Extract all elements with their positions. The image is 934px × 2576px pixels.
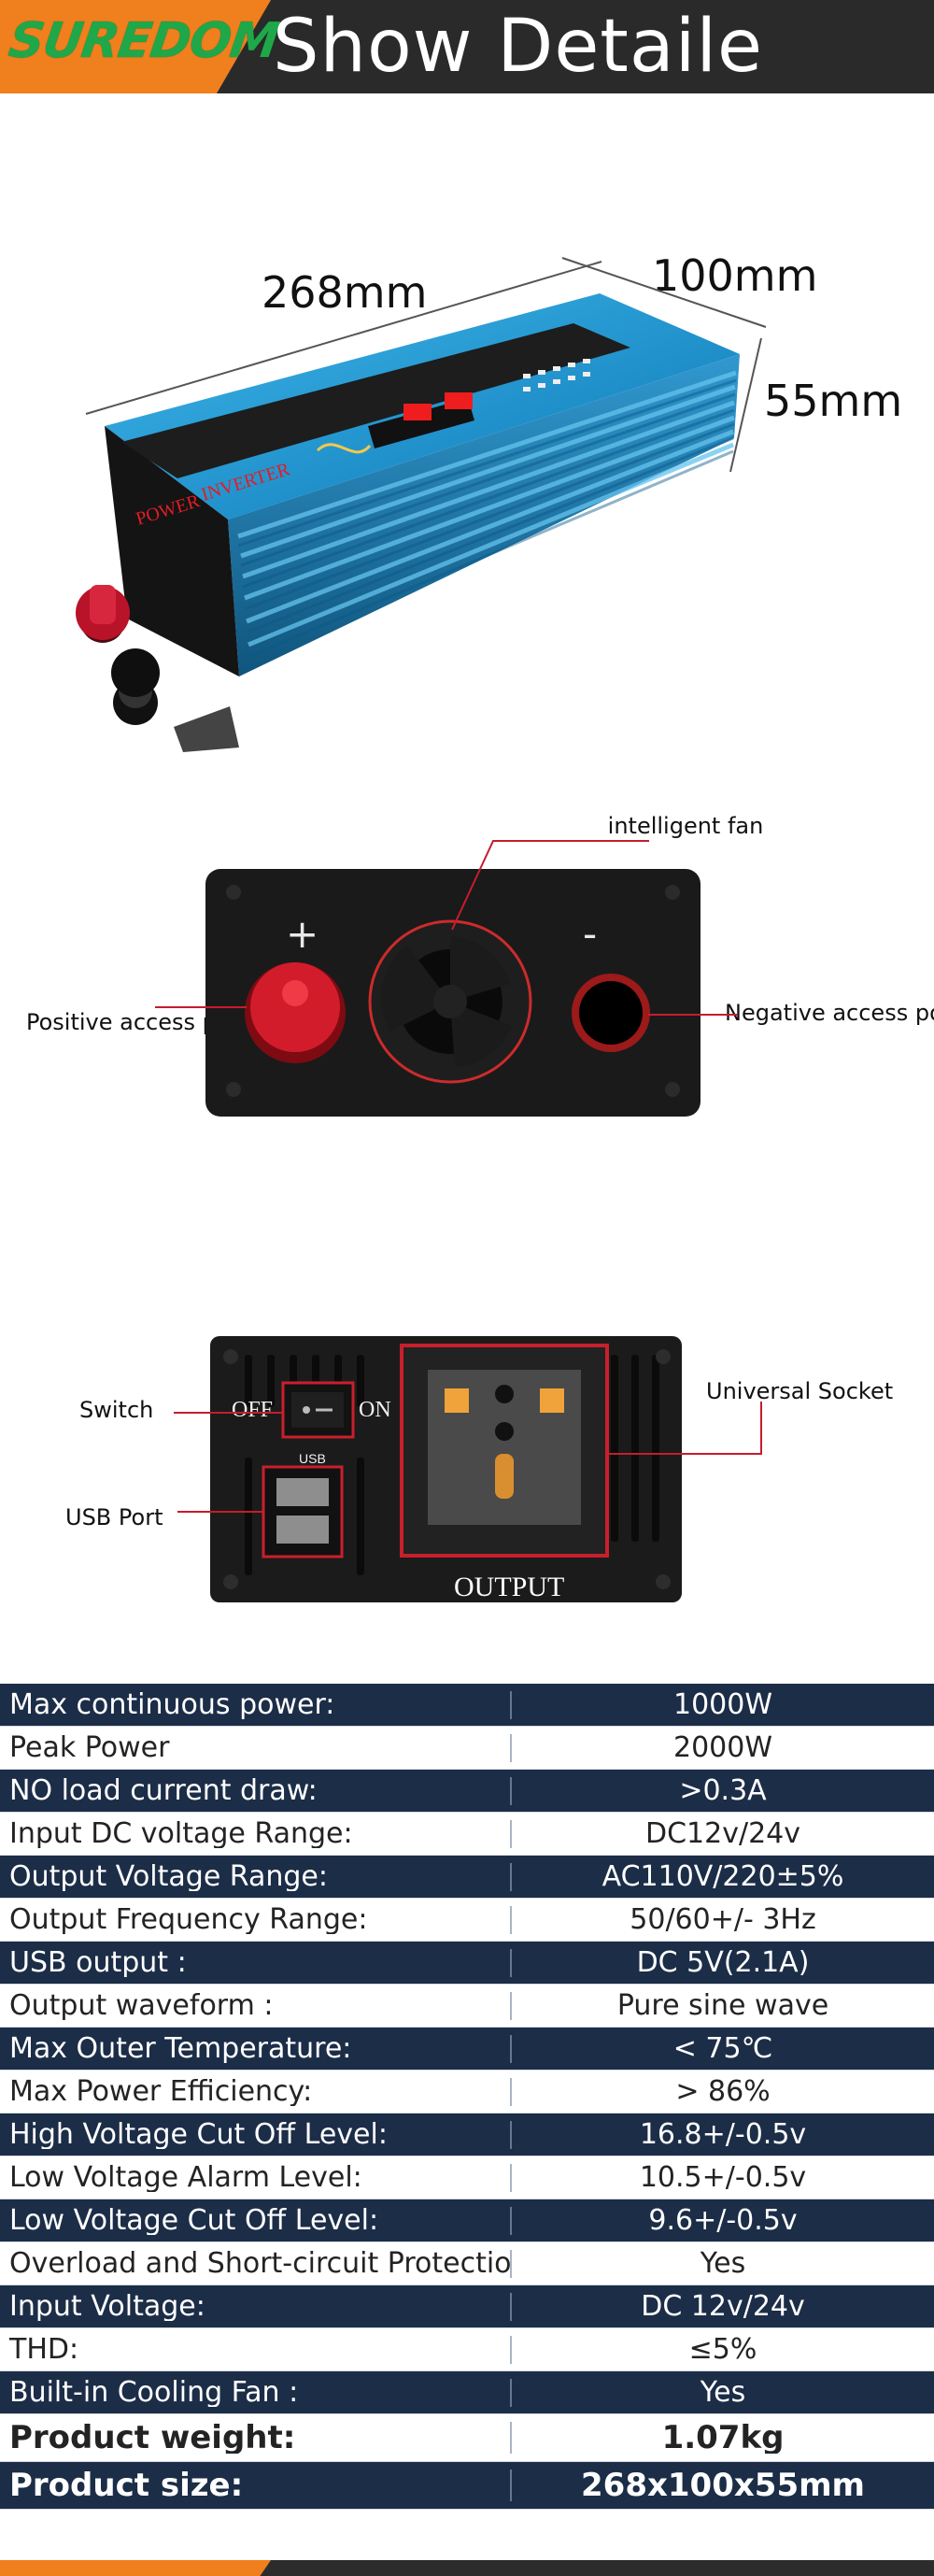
spec-value: 9.6+/-0.5v [648,2206,798,2235]
spec-value: 2000W [672,1733,772,1762]
usb-mark: USB [299,1451,326,1466]
spec-label: High Voltage Cut Off Level: [0,2120,512,2149]
inverter-product-image: POWER INVERTER [76,257,767,752]
universal-socket-label: Universal Socket [706,1378,894,1404]
table-row: Max Outer Temperature: < 75℃ [0,2028,934,2071]
rear-panel-section: Switch USB Port Universal Socket OFF [0,1177,934,1663]
spec-value: DC 12v/24v [641,2292,805,2321]
spec-label: Built-in Cooling Fan : [0,2378,512,2407]
table-row: Max continuous power: 1000W [0,1684,934,1727]
switch-label: Switch [79,1397,154,1423]
front-panel-section: intelligent fan Positive access port Neg… [0,776,934,1177]
spec-value: 16.8+/-0.5v [639,2120,807,2149]
table-row: Peak Power 2000W [0,1727,934,1770]
spec-label: Output waveform : [0,1991,512,2020]
spec-label: Input Voltage: [0,2292,512,2321]
spec-value: AC110V/220±5% [601,1862,844,1891]
length-label: 268mm [262,267,428,318]
table-row: Input DC voltage Range: DC12v/24v [0,1813,934,1856]
brand-logo: SUREDOM [5,13,282,69]
height-label: 55mm [764,376,903,426]
spec-value: ≤5% [688,2335,757,2364]
spec-label: Max continuous power: [0,1690,512,1719]
table-row: Input Voltage: DC 12v/24v [0,2285,934,2328]
spec-label: Input DC voltage Range: [0,1819,512,1848]
plus-mark: + [286,911,318,957]
table-row: Output waveform : Pure sine wave [0,1985,934,2028]
spec-label: Output Frequency Range: [0,1905,512,1934]
front-panel-image: + - [155,840,738,1117]
table-row: Low Voltage Cut Off Level: 9.6+/-0.5v [0,2199,934,2242]
table-row: Max Power Efficiency: > 86% [0,2071,934,2113]
output-mark: OUTPUT [454,1572,564,1602]
spec-value: Pure sine wave [616,1991,829,2020]
on-mark: ON [359,1398,391,1422]
rear-panel-image: OFF ON USB OUTPUT [174,1336,762,1602]
spec-value: 1000W [672,1690,772,1719]
table-row: Low Voltage Alarm Level: 10.5+/-0.5v [0,2156,934,2199]
specifications-table: Max continuous power: 1000W Peak Power 2… [0,1684,934,2510]
spec-label: Overload and Short-circuit Protection: [0,2249,512,2278]
spec-value: >0.3A [679,1776,767,1805]
bottom-strip [0,2560,934,2576]
spec-value: > 86% [675,2077,771,2106]
table-row: Output Frequency Range: 50/60+/- 3Hz [0,1899,934,1942]
dimension-panel: 268mm 100mm 55mm [0,93,934,776]
spec-label: Product size: [0,2469,512,2501]
spec-value: DC 5V(2.1A) [636,1948,810,1977]
spec-label: Product weight: [0,2422,512,2454]
off-mark: OFF [232,1398,273,1422]
table-row: Overload and Short-circuit Protection: Y… [0,2242,934,2285]
spec-label: Low Voltage Cut Off Level: [0,2206,512,2235]
spec-value: 1.07kg [661,2422,785,2454]
width-label: 100mm [652,250,818,301]
intelligent-fan-label: intelligent fan [607,813,764,839]
spec-value: 10.5+/-0.5v [639,2163,807,2192]
spec-value: 50/60+/- 3Hz [630,1905,816,1934]
spec-label: Max Power Efficiency: [0,2077,512,2106]
spec-label: USB output : [0,1948,512,1977]
spec-label: THD: [0,2335,512,2364]
spec-value: 268x100x55mm [581,2469,865,2501]
spec-label: Low Voltage Alarm Level: [0,2163,512,2192]
spec-value: Yes [700,2378,746,2407]
usb-port-label: USB Port [65,1504,163,1530]
spec-label: Peak Power [0,1733,512,1762]
header-banner: SUREDOM Show Detaile [0,0,934,93]
table-row: USB output : DC 5V(2.1A) [0,1942,934,1985]
table-row: THD: ≤5% [0,2328,934,2371]
table-row: Built-in Cooling Fan : Yes [0,2371,934,2414]
table-row: High Voltage Cut Off Level: 16.8+/-0.5v [0,2113,934,2156]
minus-mark: - [583,911,597,957]
spec-value: < 75℃ [672,2034,773,2063]
spec-label: Max Outer Temperature: [0,2034,512,2063]
spec-value: DC12v/24v [644,1819,800,1848]
table-row: Product weight: 1.07kg [0,2414,934,2462]
spec-value: Yes [700,2249,746,2278]
table-row: Product size: 268x100x55mm [0,2462,934,2510]
table-row: NO load current draw: >0.3A [0,1770,934,1813]
spec-label: NO load current draw: [0,1776,512,1805]
page-title: Show Detaile [273,5,764,89]
table-row: Output Voltage Range: AC110V/220±5% [0,1856,934,1899]
spec-label: Output Voltage Range: [0,1862,512,1891]
